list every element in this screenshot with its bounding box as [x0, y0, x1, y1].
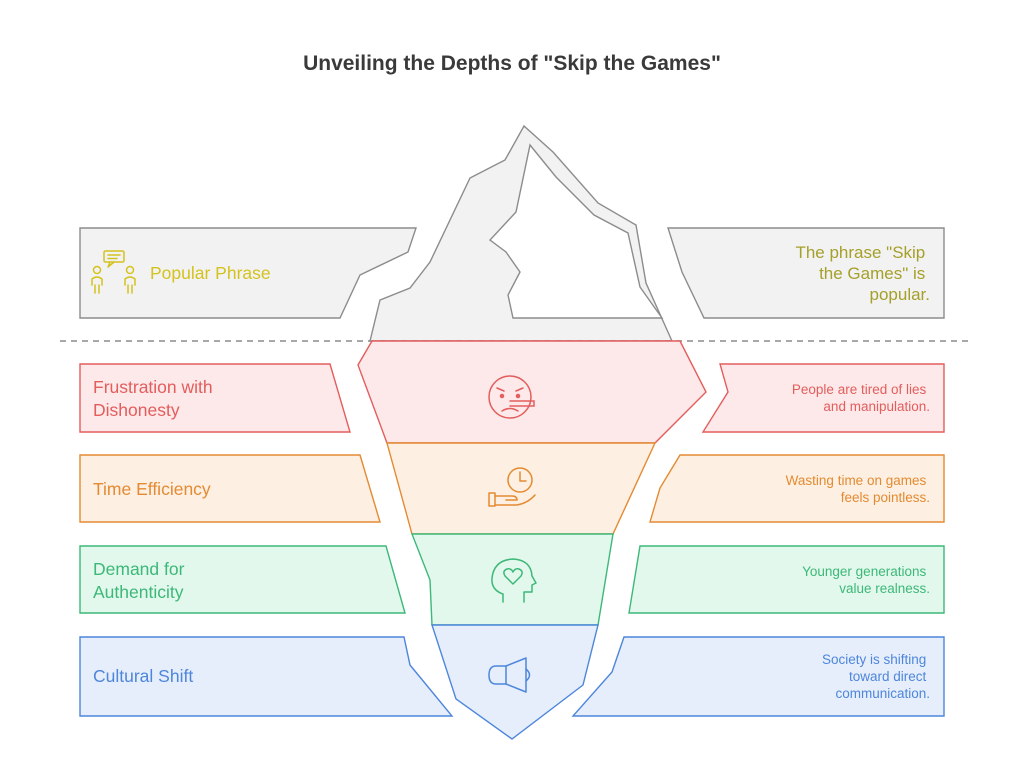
diagram-title: Unveiling the Depths of "Skip the Games": [303, 52, 721, 75]
time-efficiency-label: Time Efficiency: [93, 479, 211, 499]
frustration-desc-panel: [701, 363, 945, 433]
megaphone-icon: [488, 657, 531, 693]
frustration-label-panel: [79, 363, 351, 433]
cultural-shift-description: Society is shifting toward direct commun…: [822, 652, 930, 701]
lying-face-icon: [488, 375, 535, 419]
authenticity-label-panel: [79, 545, 406, 614]
authenticity-description: Younger generations value realness.: [802, 564, 930, 596]
iceberg-layer-authenticity: [410, 533, 614, 626]
frustration-description: People are tired of lies and manipulatio…: [792, 382, 930, 414]
iceberg-snow-cap: [488, 143, 664, 319]
iceberg-layer-time-efficiency: [386, 442, 657, 535]
speech-people-icon: [91, 250, 136, 294]
cultural-shift-label-panel: [79, 636, 454, 717]
authenticity-desc-panel: [628, 545, 945, 614]
frustration-label: Frustration with Dishonesty: [93, 377, 218, 420]
authenticity-label: Demand for Authenticity: [93, 559, 189, 602]
iceberg-layer-cultural-shift: [431, 624, 599, 740]
clock-hand-icon: [488, 467, 536, 507]
iceberg-layer-frustration: [357, 340, 707, 444]
popular-phrase-desc-panel: [667, 227, 945, 319]
time-efficiency-label-panel: [79, 454, 381, 523]
popular-phrase-label-panel: [79, 227, 417, 319]
cultural-shift-desc-panel: [571, 636, 945, 717]
popular-phrase-description: The phrase "Skip the Games" is popular.: [795, 243, 930, 304]
cultural-shift-label: Cultural Shift: [93, 666, 193, 686]
heart-head-icon: [491, 558, 537, 603]
popular-phrase-label: Popular Phrase: [150, 263, 271, 283]
time-efficiency-description: Wasting time on games feels pointless.: [786, 473, 930, 505]
time-efficiency-desc-panel: [649, 454, 945, 523]
